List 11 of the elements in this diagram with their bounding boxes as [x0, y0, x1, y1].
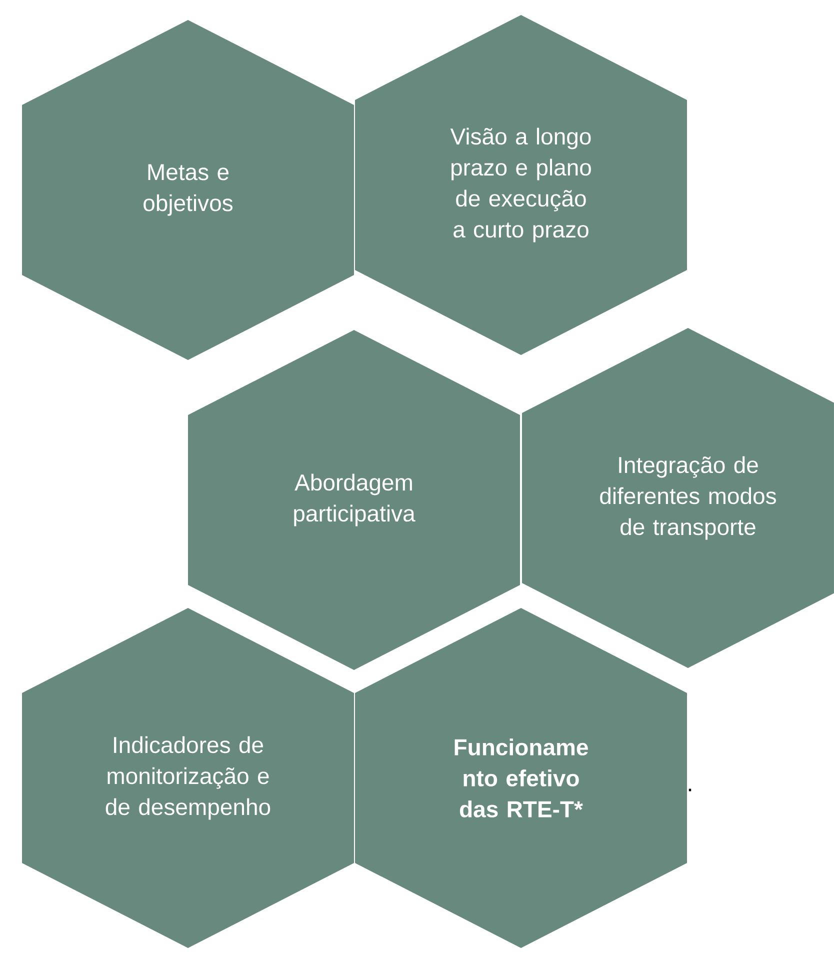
hexagon: Funcioname nto efetivo das RTE-T*	[355, 608, 687, 948]
hexagon: Visão a longo prazo e plano de execução a curto prazo	[355, 15, 687, 355]
node-label: Metas e objetivos	[144, 164, 233, 216]
hexagon: Abordagem participativa	[188, 330, 520, 670]
hexagon: Metas e objetivos	[22, 20, 354, 360]
hexagon: Indicadores de monitorização e de desempenho	[22, 608, 354, 948]
node-label: Funcioname nto efetivo das RTE-T*	[454, 738, 588, 818]
hexagon: Integração de diferentes modos de transporte	[522, 328, 834, 668]
node-label: Indicadores de monitorização e de desempenho	[106, 736, 270, 820]
node-label: Abordagem participativa	[294, 474, 416, 526]
node-label: Visão a longo prazo e plano de execução a curto prazo	[450, 128, 591, 242]
